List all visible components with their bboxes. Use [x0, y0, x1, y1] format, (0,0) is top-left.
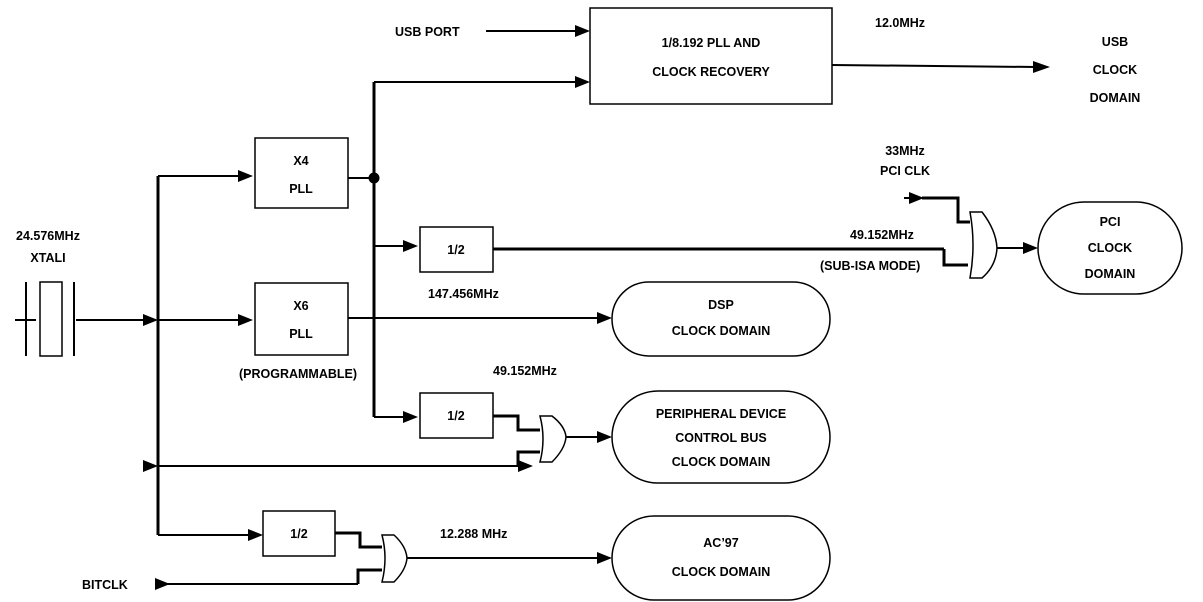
ac97-domain-label-1: AC’97: [703, 536, 738, 550]
wire-div-bot-out: [335, 531, 382, 549]
usb-domain: USB CLOCK DOMAIN: [1090, 35, 1141, 105]
usb-pll-label-2: CLOCK RECOVERY: [652, 65, 770, 79]
pci-domain-label-3: DOMAIN: [1085, 267, 1136, 281]
freq-dsp-label: 147.456MHz: [428, 287, 499, 301]
arrow-pci-clk: [909, 192, 924, 204]
pci-domain: PCI CLOCK DOMAIN: [1037, 201, 1183, 295]
freq-periph-label: 49.152MHz: [493, 364, 557, 378]
ac97-domain-label-2: CLOCK DOMAIN: [672, 565, 771, 579]
periph-mux: [539, 415, 567, 463]
usb-pll-label-1: 1/8.192 PLL AND: [662, 36, 761, 50]
arrow-bus-mid: [143, 460, 158, 472]
arrow-periph-mux-in: [518, 460, 533, 472]
labels: USB PORT 12.0MHz 33MHz PCI CLK 49.152MHz…: [16, 16, 930, 592]
xtal-freq-label: 24.576MHz: [16, 229, 80, 243]
usb-domain-label-3: DOMAIN: [1090, 91, 1141, 105]
arrow-dsp-domain: [597, 312, 612, 324]
div-bot-label: 1/2: [290, 527, 307, 541]
arrow-xtal-bus: [143, 314, 158, 326]
arrow-bitclk: [155, 578, 170, 590]
crystal-symbol: [25, 281, 75, 357]
xtal-name-label: XTALI: [30, 251, 65, 265]
usb-pll-block: 1/8.192 PLL AND CLOCK RECOVERY: [589, 7, 833, 105]
arrow-periph-domain: [597, 431, 612, 443]
periph-domain-label-2: CONTROL BUS: [675, 431, 766, 445]
freq-ac97-label: 12.288 MHz: [440, 527, 507, 541]
periph-domain: PERIPHERAL DEVICE CONTROL BUS CLOCK DOMA…: [611, 390, 831, 484]
x4-pll-block: X4 PLL: [254, 137, 349, 209]
div-top-label: 1/2: [447, 243, 464, 257]
x6-pll-block: X6 PLL: [254, 282, 349, 356]
junction-dot: [368, 172, 380, 184]
divider-bot: 1/2: [262, 510, 336, 557]
wire-pci-mux-in-a: [922, 196, 970, 224]
arrow-to-div-bot: [248, 529, 263, 541]
pci-domain-label-1: PCI: [1100, 215, 1121, 229]
x4-label-2: PLL: [289, 182, 313, 196]
wires: [15, 30, 1037, 585]
pci-domain-label-2: CLOCK: [1088, 241, 1132, 255]
x6-label-2: PLL: [289, 327, 313, 341]
pci-clk-label-2: PCI CLK: [880, 164, 930, 178]
programmable-label: (PROGRAMMABLE): [239, 367, 357, 381]
ac97-domain: AC’97 CLOCK DOMAIN: [611, 515, 831, 601]
arrow-usb-port: [575, 25, 590, 37]
dsp-domain-label-2: CLOCK DOMAIN: [672, 324, 771, 338]
periph-domain-label-1: PERIPHERAL DEVICE: [656, 407, 786, 421]
arrow-usb-domain: [1033, 61, 1050, 73]
freq-pci-label: 49.152MHz: [850, 228, 914, 242]
ac97-mux: [381, 534, 408, 583]
usb-domain-label-2: CLOCK: [1093, 63, 1137, 77]
sub-isa-label: (SUB-ISA MODE): [820, 259, 920, 273]
divider-mid: 1/2: [419, 392, 494, 439]
dsp-domain-label-1: DSP: [708, 298, 734, 312]
wire-pci-mux-in-b: [942, 249, 968, 267]
x4-label-1: X4: [293, 154, 308, 168]
arrow-to-div-top: [403, 240, 418, 252]
arrow-to-div-mid: [403, 411, 418, 423]
div-mid-label: 1/2: [447, 409, 464, 423]
wire-usb-out: [831, 64, 1037, 68]
wire-ac97-mux-in-b: [356, 568, 382, 584]
arrow-to-x4: [238, 170, 253, 182]
pci-clk-label-1: 33MHz: [885, 144, 925, 158]
dsp-domain: DSP CLOCK DOMAIN: [611, 281, 831, 357]
wire-div-mid-out: [493, 414, 540, 432]
divider-top: 1/2: [419, 226, 494, 273]
bitclk-label: BITCLK: [82, 578, 128, 592]
periph-domain-label-3: CLOCK DOMAIN: [672, 455, 771, 469]
arrow-x4-to-usb-pll: [575, 76, 590, 88]
arrowheads: [143, 25, 1050, 590]
pci-mux: [969, 211, 998, 279]
usb-port-label: USB PORT: [395, 25, 460, 39]
freq-usb-label: 12.0MHz: [875, 16, 925, 30]
arrow-pci-domain: [1023, 242, 1038, 254]
arrow-ac97-domain: [597, 552, 612, 564]
arrow-to-x6: [238, 314, 253, 326]
usb-domain-label-1: USB: [1102, 35, 1128, 49]
x6-label-1: X6: [293, 299, 308, 313]
